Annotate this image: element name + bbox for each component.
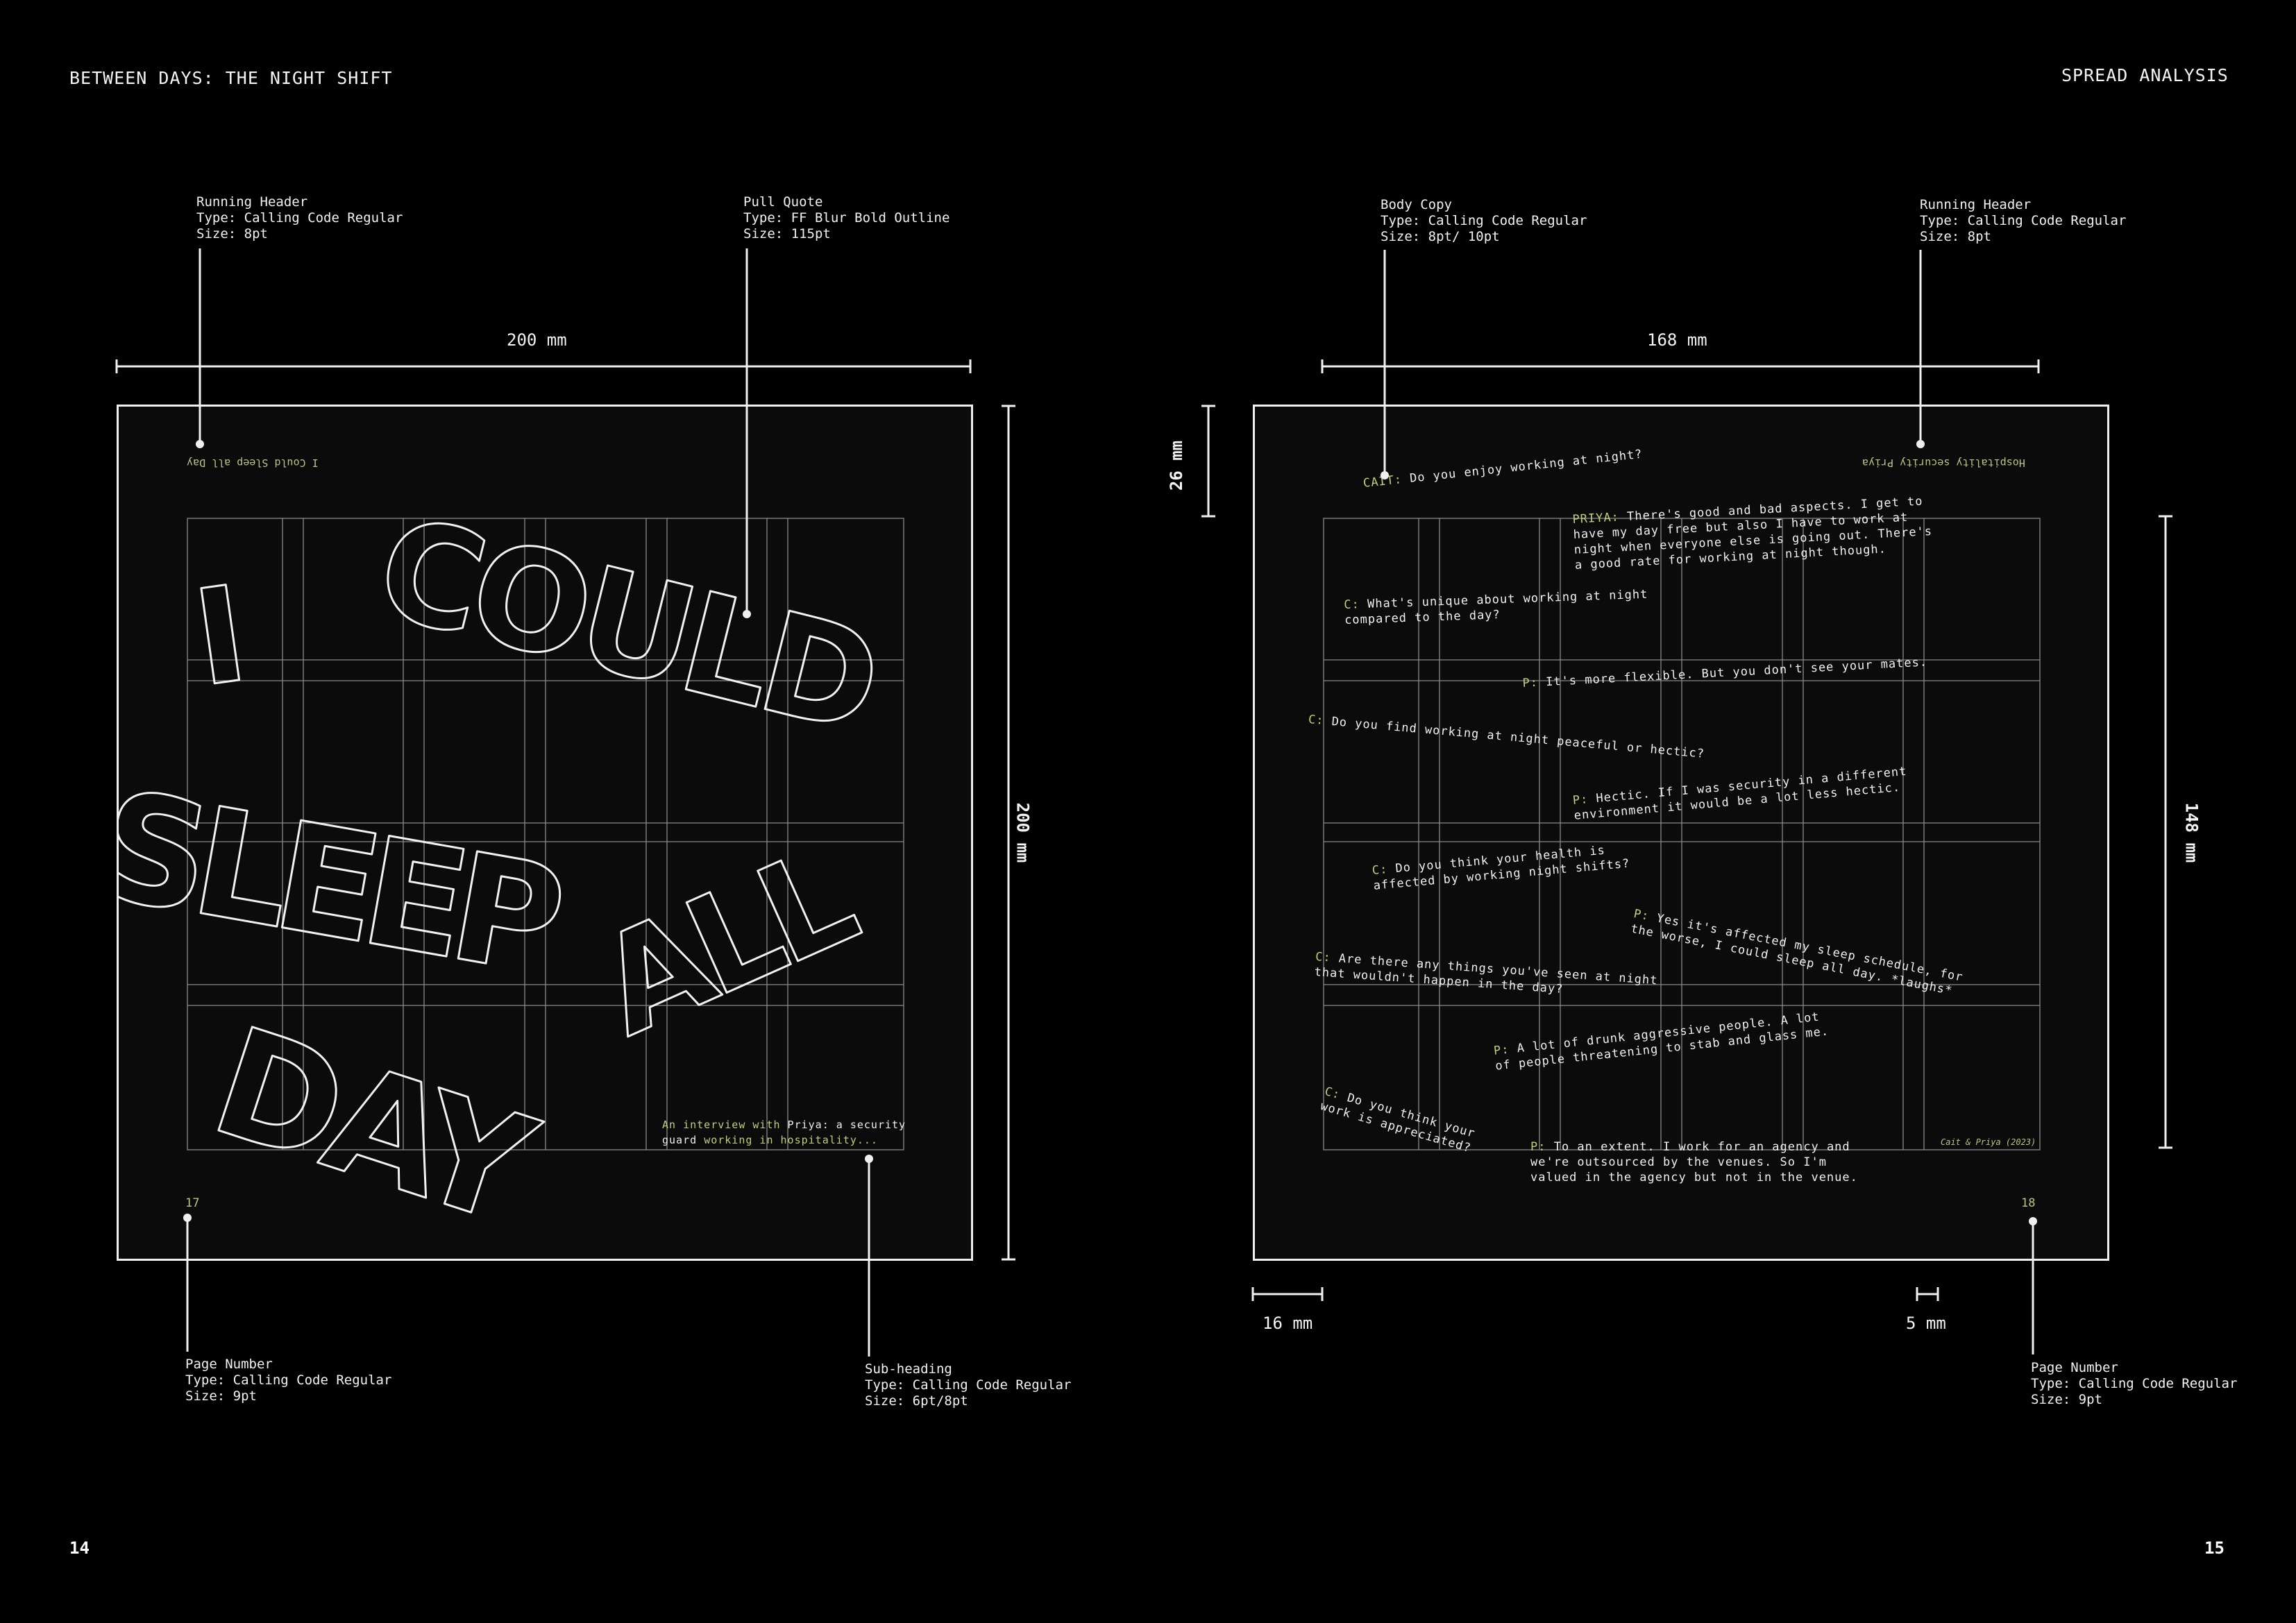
page-number-right: 18	[2021, 1196, 2036, 1210]
sub-heading-plain-2: guard	[662, 1134, 704, 1146]
folio-left: 14	[69, 1538, 90, 1558]
pull-quote: I COULD SLEEP ALL DAY	[119, 485, 890, 1259]
right-page-grid	[1323, 518, 2041, 1150]
dimension-right-outer-margin: 16 mm	[1263, 1314, 1313, 1333]
credit: Cait & Priya (2023)	[1941, 1137, 2036, 1147]
spread-title: BETWEEN DAYS: THE NIGHT SHIFT	[69, 68, 393, 88]
annotation-page-number-right: Page Number Type: Calling Code Regular S…	[2031, 1360, 2238, 1407]
sub-heading: An interview with Priya: a security guar…	[662, 1117, 906, 1148]
sub-heading-accent-1: An interview with	[662, 1119, 781, 1131]
sub-heading-accent-2: working in hospitality...	[704, 1134, 878, 1146]
left-page: I Could Sleep all Day I COULD SLEEP ALL …	[117, 405, 973, 1261]
left-page-grid	[187, 518, 904, 1150]
sub-heading-plain-1: Priya: a security	[780, 1119, 906, 1131]
annotation-sub-heading: Sub-heading Type: Calling Code Regular S…	[865, 1361, 1072, 1409]
annotation-running-header-left: Running Header Type: Calling Code Regula…	[196, 194, 403, 241]
dimension-right-width: 168 mm	[1647, 330, 1707, 350]
dimension-left-width: 200 mm	[507, 330, 567, 350]
page-number-left: 17	[185, 1196, 200, 1210]
interview-a6: P: To an extent. I work for an agency an…	[1530, 1140, 1858, 1184]
right-page: Hospitality security Priya CAIT: Do you …	[1253, 405, 2109, 1261]
dimension-right-gutter: 5 mm	[1906, 1314, 1946, 1333]
annotation-pull-quote: Pull Quote Type: FF Blur Bold Outline Si…	[743, 194, 950, 241]
folio-right: 15	[2204, 1538, 2225, 1558]
annotation-body-copy: Body Copy Type: Calling Code Regular Siz…	[1381, 197, 1587, 244]
section-title: SPREAD ANALYSIS	[2061, 65, 2229, 85]
annotation-page-number-left: Page Number Type: Calling Code Regular S…	[185, 1357, 392, 1404]
annotation-running-header-right: Running Header Type: Calling Code Regula…	[1920, 197, 2127, 244]
